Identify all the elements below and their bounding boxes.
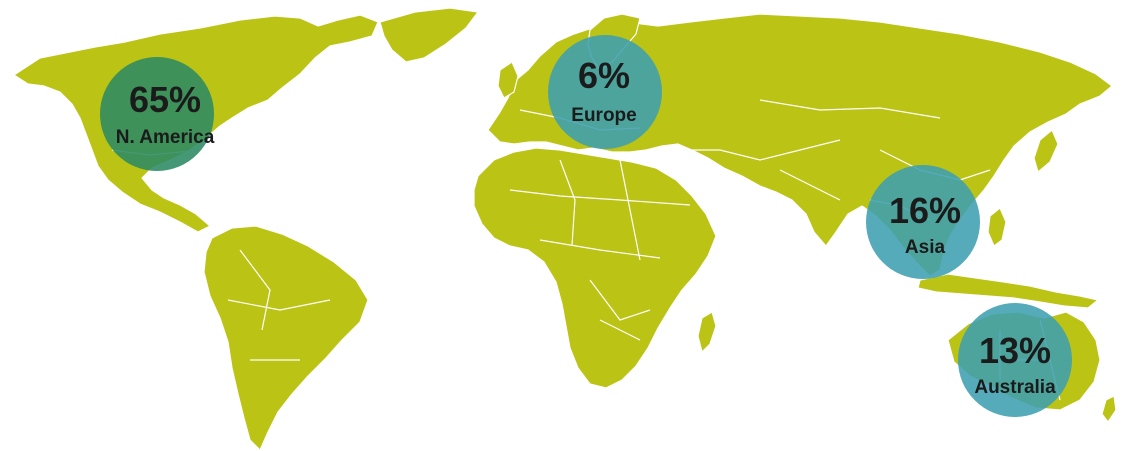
country-border-line <box>759 99 941 119</box>
south-america-landmass <box>203 225 369 451</box>
africa-landmass <box>473 147 717 389</box>
country-border-line <box>599 319 641 341</box>
bubble-australia <box>958 303 1072 417</box>
new-zealand-landmass <box>1101 395 1117 423</box>
percent-asia: 16% <box>889 190 961 231</box>
british-isles-landmass <box>497 61 519 99</box>
philippines-landmass <box>987 207 1007 247</box>
country-border-line <box>779 169 841 201</box>
region-labels: 65% N. America 6% Europe 16% Asia 13% Au… <box>116 55 1056 398</box>
bubble-europe <box>548 35 662 149</box>
name-australia: Australia <box>974 377 1056 398</box>
percent-europe: 6% <box>578 55 630 96</box>
country-border-line <box>239 249 271 331</box>
name-asia: Asia <box>905 237 946 258</box>
country-border-line <box>539 239 661 259</box>
region-bubbles <box>100 35 1072 417</box>
name-europe: Europe <box>571 105 636 126</box>
bubble-north-america <box>100 57 214 171</box>
percent-north-america: 65% <box>129 79 201 120</box>
country-border-line <box>680 139 841 161</box>
percent-australia: 13% <box>979 330 1051 371</box>
country-border-line <box>619 159 641 261</box>
greenland-landmass <box>379 7 479 63</box>
bubble-asia <box>866 165 980 279</box>
country-border-line <box>559 159 576 246</box>
madagascar-landmass <box>697 311 717 353</box>
indonesia-landmass <box>917 273 1099 309</box>
country-border-line <box>227 299 331 311</box>
country-border-line <box>150 169 291 183</box>
japan-landmass <box>1033 129 1059 173</box>
country-border-line <box>589 279 651 321</box>
country-border-line <box>509 189 691 206</box>
name-north-america: N. America <box>116 127 215 148</box>
